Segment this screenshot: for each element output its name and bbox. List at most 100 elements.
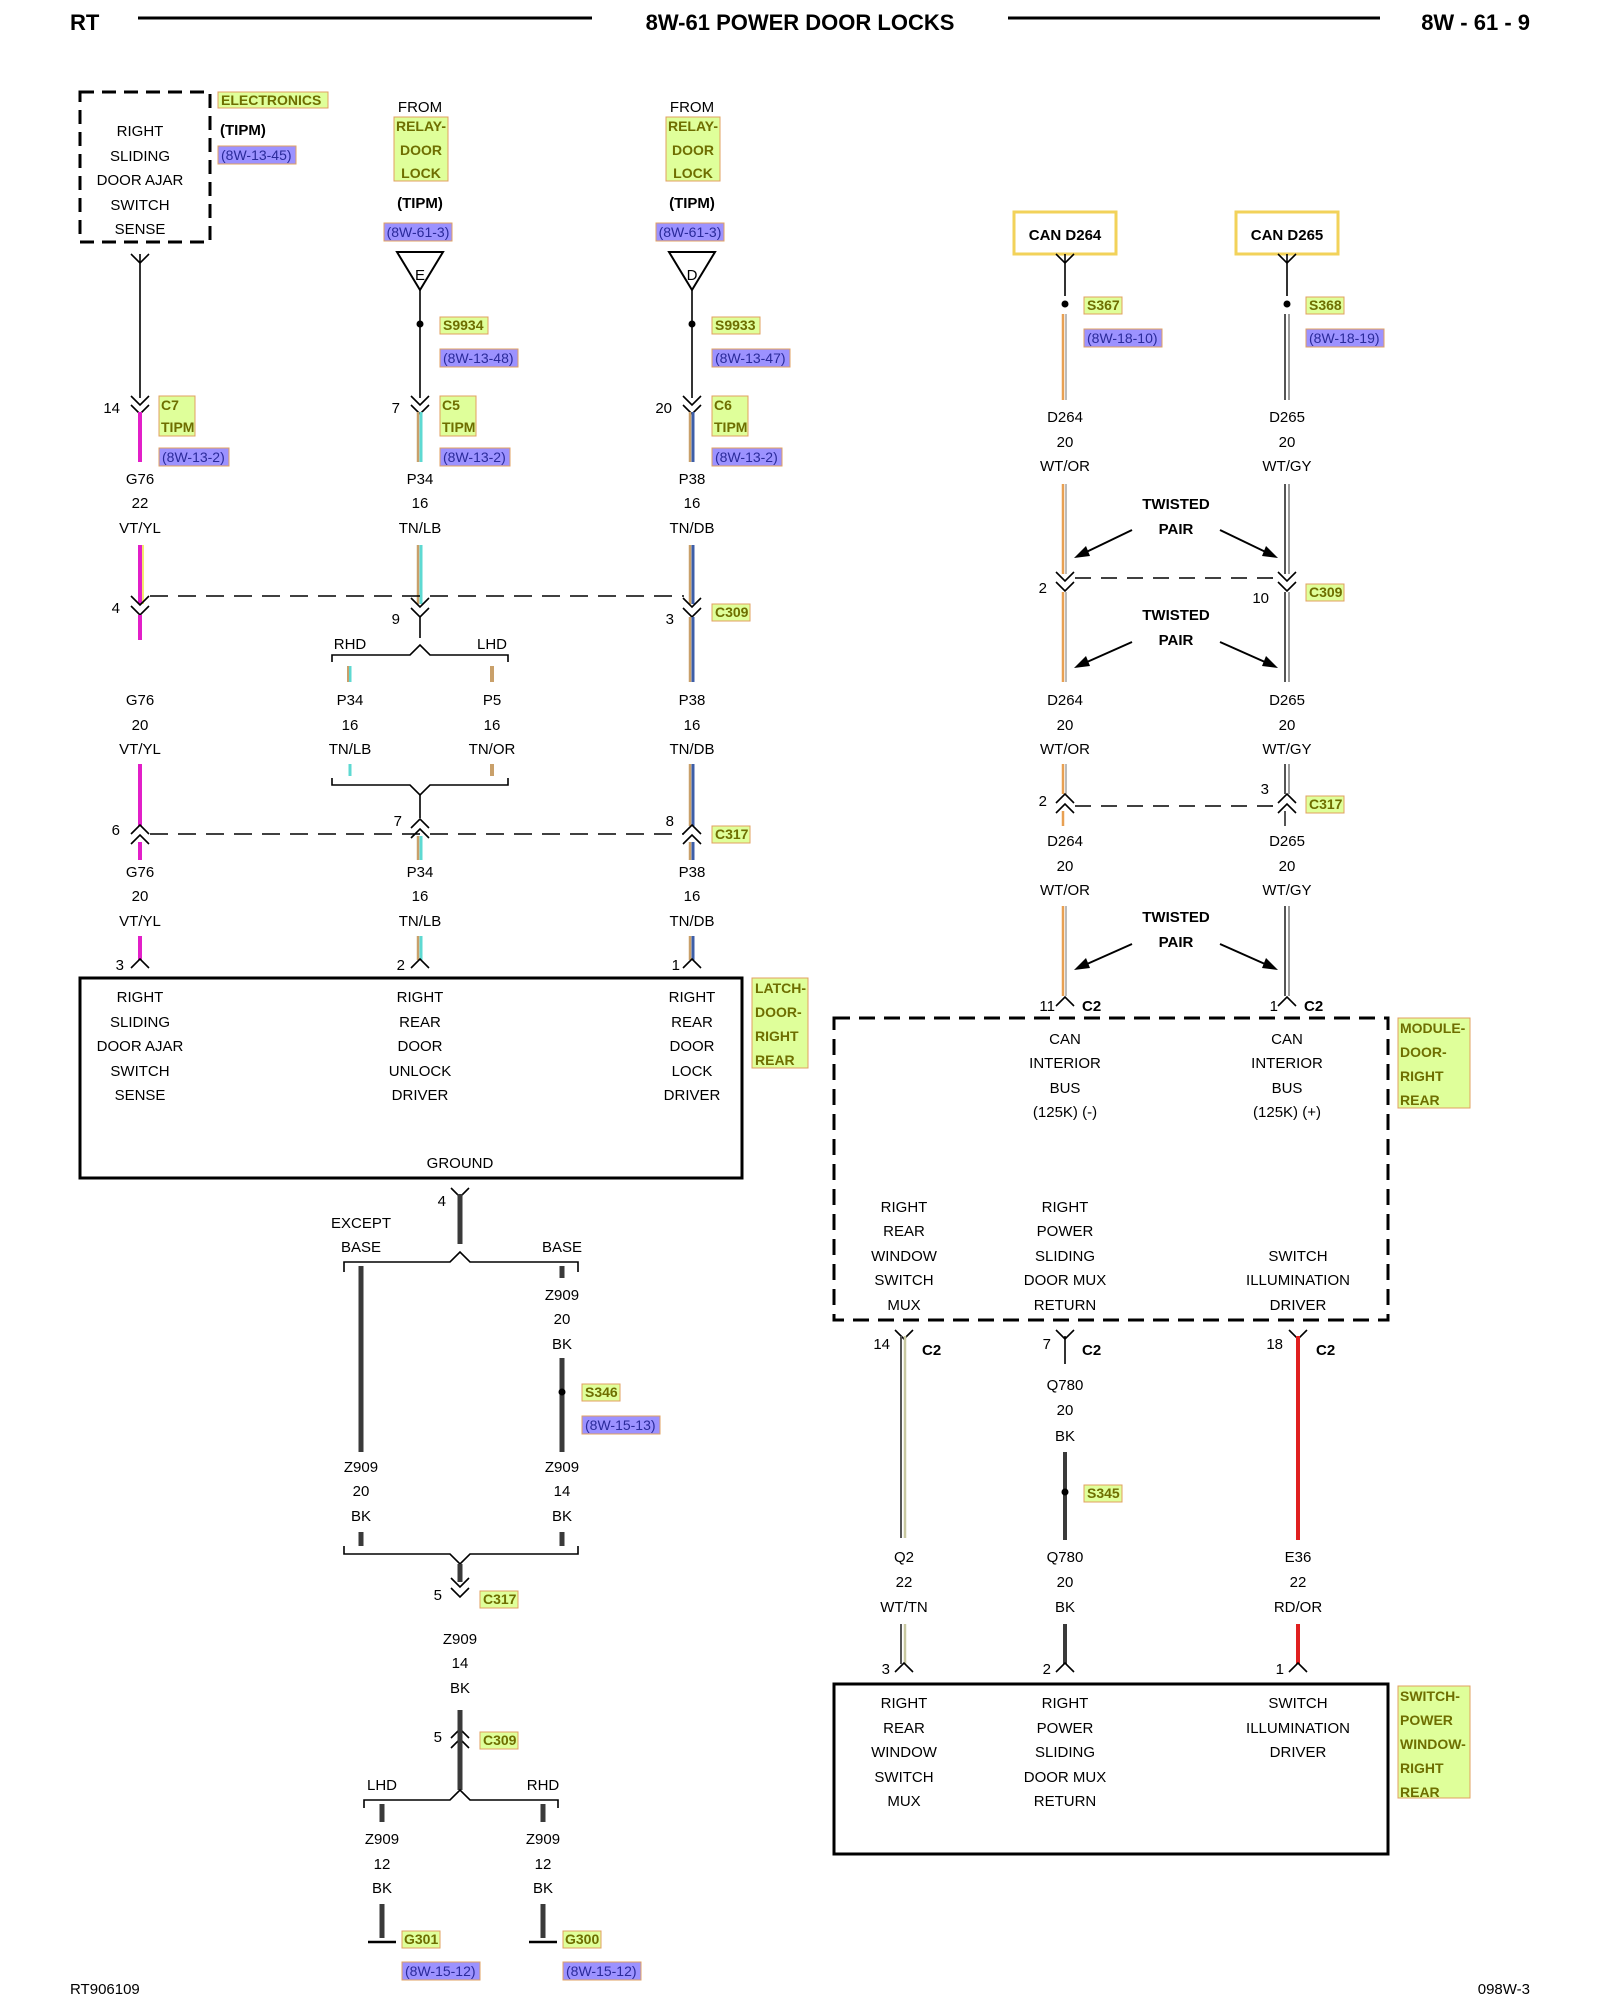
latch-unlock: DOOR: [398, 1038, 443, 1055]
module-sliding-return: DOOR MUX: [1024, 1272, 1107, 1289]
pin: 7: [1043, 1336, 1051, 1353]
wire-label: TN/LB: [329, 741, 372, 758]
wire-label: 16: [342, 717, 359, 734]
s9934-name: S9934: [443, 317, 484, 333]
wire-label: 20: [1057, 858, 1074, 875]
c317-tag-ground: C317: [483, 1591, 517, 1607]
c7-ref[interactable]: (8W-13-2): [162, 449, 225, 465]
latch-tag: DOOR-: [755, 1004, 802, 1020]
wire-label: P38: [679, 692, 706, 709]
wire-label: 22: [896, 1574, 913, 1591]
wire-label: G76: [126, 471, 154, 488]
wire-label: D265: [1269, 692, 1305, 709]
s368-ref[interactable]: (8W-18-19): [1309, 330, 1380, 346]
c7-name: C7: [161, 397, 179, 413]
pin: 8: [666, 813, 674, 830]
wire-label: TN/OR: [469, 741, 516, 758]
module-window-mux: SWITCH: [874, 1272, 933, 1289]
relay-d-sub: (TIPM): [669, 195, 715, 212]
wire-label: BK: [552, 1336, 572, 1353]
lhd-label: LHD: [367, 1777, 397, 1794]
c5-pin: 7: [392, 400, 400, 417]
relay-e-sub: (TIPM): [397, 195, 443, 212]
wire-label: RD/OR: [1274, 1599, 1323, 1616]
s346-ref[interactable]: (8W-15-13): [585, 1417, 656, 1433]
latch-unlock: DRIVER: [392, 1087, 449, 1104]
wire-label: 22: [132, 495, 149, 512]
switch-window-mux: SWITCH: [874, 1769, 933, 1786]
module-window-mux: RIGHT: [881, 1199, 928, 1216]
s9934-ref[interactable]: (8W-13-48): [443, 350, 514, 366]
relay-d-name-1: RELAY-: [668, 118, 718, 134]
twisted-pair-label: TWISTED: [1142, 909, 1210, 926]
wire-label: WT/OR: [1040, 882, 1090, 899]
latch-unlock: REAR: [399, 1014, 441, 1031]
c5-ref[interactable]: (8W-13-2): [443, 449, 506, 465]
pin: 6: [112, 822, 120, 839]
module-window-mux: REAR: [883, 1223, 925, 1240]
pin: 5: [434, 1729, 442, 1746]
switch-illum: SWITCH: [1268, 1695, 1327, 1712]
s9933-ref[interactable]: (8W-13-47): [715, 350, 786, 366]
latch-sense: RIGHT: [117, 989, 164, 1006]
g300-ref[interactable]: (8W-15-12): [566, 1963, 637, 1979]
g300-name: G300: [565, 1931, 599, 1947]
module-door-box: [832, 1016, 1390, 1322]
header-left: RT: [70, 10, 100, 35]
latch-tag: RIGHT: [755, 1028, 799, 1044]
branch-split-top: [331, 643, 509, 662]
wire-label: 16: [684, 495, 701, 512]
wire-label: D264: [1047, 409, 1083, 426]
wire-label: E36: [1285, 1549, 1312, 1566]
module-can-plus: CAN: [1271, 1031, 1303, 1048]
page-title: 8W-61 POWER DOOR LOCKS: [646, 10, 955, 35]
pin: 1: [1270, 998, 1278, 1015]
wire-label: WT/GY: [1262, 882, 1311, 899]
wire-label: 20: [353, 1483, 370, 1500]
module-can-plus: (125K) (+): [1253, 1104, 1321, 1121]
module-window-mux: WINDOW: [871, 1248, 938, 1265]
svg-text:RIGHT: RIGHT: [117, 123, 164, 140]
pin: 2: [397, 957, 405, 974]
pin: 5: [434, 1587, 442, 1604]
svg-text:DOOR AJAR: DOOR AJAR: [97, 172, 184, 189]
module-can-minus: (125K) (-): [1033, 1104, 1097, 1121]
latch-sense: DOOR AJAR: [97, 1038, 184, 1055]
pin: 18: [1266, 1336, 1283, 1353]
wire-label: WT/OR: [1040, 741, 1090, 758]
relay-e-name-1: RELAY-: [396, 118, 446, 134]
s368-name: S368: [1309, 297, 1342, 313]
relay-d-from: FROM: [670, 99, 714, 116]
switch-window-mux: WINDOW: [871, 1744, 938, 1761]
wire-label: Z909: [344, 1459, 378, 1476]
wire-label: D264: [1047, 833, 1083, 850]
c309-tag-ground: C309: [483, 1732, 517, 1748]
wire-label: Z909: [526, 1831, 560, 1848]
relay-d-ref[interactable]: (8W-61-3): [659, 224, 722, 240]
relay-d-name-3: LOCK: [673, 165, 713, 181]
relay-e-ref[interactable]: (8W-61-3): [387, 224, 450, 240]
latch-lock: DRIVER: [664, 1087, 721, 1104]
wire-label: BK: [533, 1880, 553, 1897]
electronics-ref[interactable]: (8W-13-45): [221, 147, 292, 163]
module-sliding-return: RETURN: [1034, 1297, 1097, 1314]
c6-ref[interactable]: (8W-13-2): [715, 449, 778, 465]
can-d264-label: CAN D264: [1029, 227, 1102, 244]
latch-ground-label: GROUND: [427, 1155, 494, 1172]
wire-label: D264: [1047, 692, 1083, 709]
wire-label: WT/GY: [1262, 741, 1311, 758]
switch-sliding-return: DOOR MUX: [1024, 1769, 1107, 1786]
pin: 1: [672, 957, 680, 974]
wire-label: Q2: [894, 1549, 914, 1566]
wire-label: BK: [1055, 1599, 1075, 1616]
splice-dot: [416, 320, 424, 328]
header-right: 8W - 61 - 9: [1421, 10, 1530, 35]
svg-text:SLIDING: SLIDING: [110, 148, 170, 165]
g301-ref[interactable]: (8W-15-12): [405, 1963, 476, 1979]
s367-ref[interactable]: (8W-18-10): [1087, 330, 1158, 346]
wire-label: 20: [1057, 434, 1074, 451]
pin: 4: [438, 1193, 446, 1210]
switch-sliding-return: SLIDING: [1035, 1744, 1095, 1761]
switch-sliding-return: POWER: [1037, 1720, 1094, 1737]
branch-merge: [331, 778, 509, 797]
